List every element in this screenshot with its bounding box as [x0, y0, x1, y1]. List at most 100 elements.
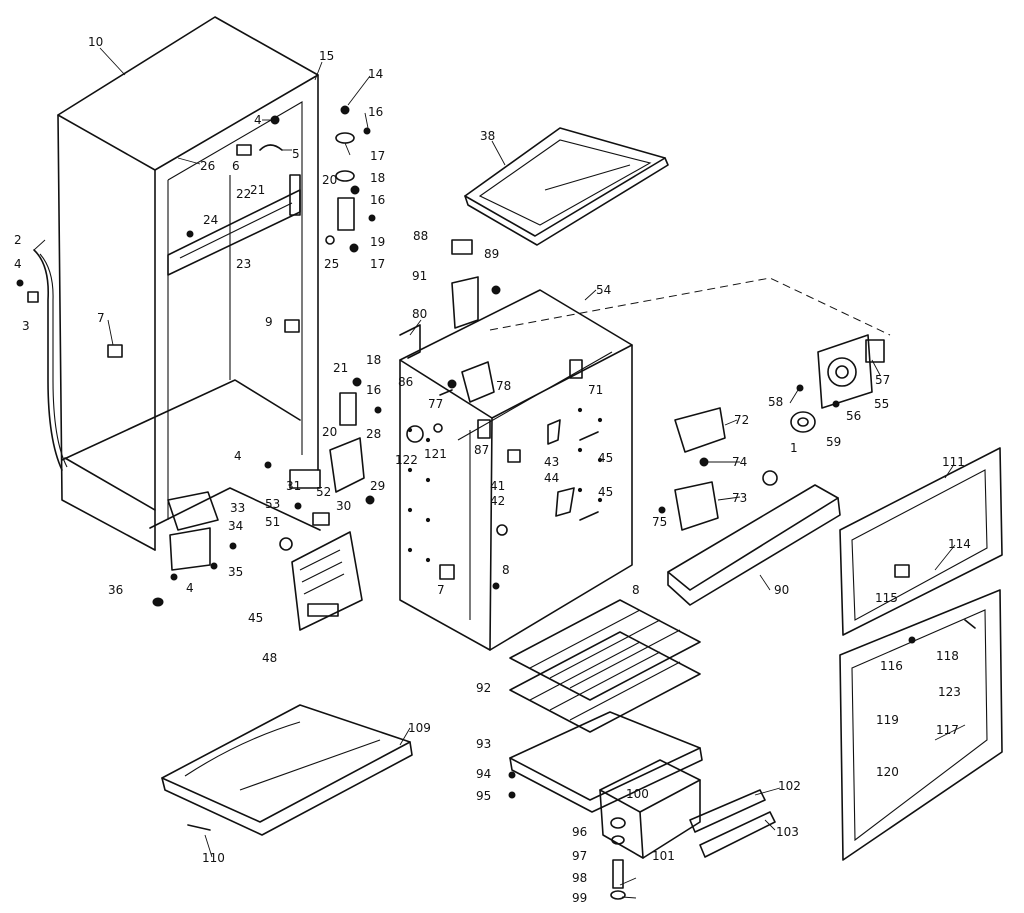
callout-22: 22 [236, 187, 251, 201]
callout-78: 78 [496, 379, 511, 393]
crisper-cover-93-part [508, 711, 703, 813]
slide-rails-part [689, 789, 776, 858]
callout-122: 122 [395, 453, 418, 467]
cabinet-hardware-parts [16, 105, 421, 607]
callout-58: 58 [768, 395, 783, 409]
callout-31: 31 [286, 479, 301, 493]
callout-95: 95 [476, 789, 491, 803]
callout-9: 9 [265, 315, 273, 329]
leveler-parts [610, 817, 626, 900]
callout-43: 43 [544, 455, 559, 469]
callout-56: 56 [846, 409, 861, 423]
callout-4: 4 [14, 257, 22, 271]
callout-92: 92 [476, 681, 491, 695]
callout-117: 117 [936, 723, 959, 737]
leader-lines [33, 47, 966, 899]
callout-30: 30 [336, 499, 351, 513]
cabinet-shell-part [57, 16, 321, 551]
callout-73: 73 [732, 491, 747, 505]
callout-15: 15 [319, 49, 334, 63]
part-1 [762, 470, 778, 486]
callout-5: 5 [292, 147, 300, 161]
callout-23: 23 [236, 257, 251, 271]
callout-97: 97 [572, 849, 587, 863]
part-73 [674, 481, 719, 531]
callout-19: 19 [370, 235, 385, 249]
dashed-connector-line [489, 277, 891, 336]
callout-7: 7 [437, 583, 445, 597]
front-trim-90-part [667, 484, 841, 606]
callout-94: 94 [476, 767, 491, 781]
callout-120: 120 [876, 765, 899, 779]
callout-59: 59 [826, 435, 841, 449]
drain-tube-part-inner [39, 253, 68, 468]
callout-116: 116 [880, 659, 903, 673]
callout-98: 98 [572, 871, 587, 885]
part-72 [674, 407, 726, 453]
callout-71: 71 [588, 383, 603, 397]
callout-labels: 10 15 14 16 4 5 6 26 17 21 22 20 18 16 2… [14, 35, 971, 905]
callout-4: 4 [254, 113, 262, 127]
callout-77: 77 [428, 397, 443, 411]
callout-41: 41 [490, 479, 505, 493]
crisper-drawer-101-part [599, 759, 701, 859]
callout-114: 114 [948, 537, 971, 551]
callout-17: 17 [370, 149, 385, 163]
callout-24: 24 [203, 213, 218, 227]
freezer-door-111-part [839, 447, 1003, 636]
callout-115: 115 [875, 591, 898, 605]
control-panel-48-part [291, 531, 363, 631]
callout-20: 20 [322, 425, 337, 439]
part-89 [491, 285, 501, 295]
callout-16: 16 [370, 193, 385, 207]
callout-20: 20 [322, 173, 337, 187]
callout-18: 18 [366, 353, 381, 367]
top-cover-38-part [464, 127, 669, 246]
callout-4: 4 [234, 449, 242, 463]
callout-18: 18 [370, 171, 385, 185]
callout-80: 80 [412, 307, 427, 321]
callout-44: 44 [544, 471, 559, 485]
callout-16: 16 [368, 105, 383, 119]
callout-29: 29 [370, 479, 385, 493]
callout-26: 26 [200, 159, 215, 173]
callout-103: 103 [776, 825, 799, 839]
callout-21: 21 [333, 361, 348, 375]
callout-45: 45 [598, 451, 613, 465]
callout-8: 8 [632, 583, 640, 597]
callout-119: 119 [876, 713, 899, 727]
callout-16: 16 [366, 383, 381, 397]
part-110 [187, 824, 211, 831]
callout-45: 45 [248, 611, 263, 625]
callout-72: 72 [734, 413, 749, 427]
callout-74: 74 [732, 455, 747, 469]
callout-7: 7 [97, 311, 105, 325]
callout-2: 2 [14, 233, 22, 247]
callout-123: 123 [938, 685, 961, 699]
callout-4: 4 [186, 581, 194, 595]
callout-52: 52 [316, 485, 331, 499]
bottom-tray-109-part [161, 704, 413, 836]
callout-102: 102 [778, 779, 801, 793]
callout-88: 88 [413, 229, 428, 243]
callout-54: 54 [596, 283, 611, 297]
callout-109: 109 [408, 721, 431, 735]
callout-90: 90 [774, 583, 789, 597]
callout-33: 33 [230, 501, 245, 515]
callout-42: 42 [490, 494, 505, 508]
drain-tube-part [33, 249, 63, 471]
callout-35: 35 [228, 565, 243, 579]
callout-100: 100 [626, 787, 649, 801]
callout-86: 86 [398, 375, 413, 389]
freezer-liner-54-part [399, 289, 633, 651]
fresh-food-door-119-part [839, 589, 1003, 861]
callout-17: 17 [370, 257, 385, 271]
callout-96: 96 [572, 825, 587, 839]
callout-45: 45 [598, 485, 613, 499]
callout-14: 14 [368, 67, 383, 81]
fan-motor-assembly-part [790, 334, 885, 433]
callout-89: 89 [484, 247, 499, 261]
callout-110: 110 [202, 851, 225, 865]
callout-118: 118 [936, 649, 959, 663]
